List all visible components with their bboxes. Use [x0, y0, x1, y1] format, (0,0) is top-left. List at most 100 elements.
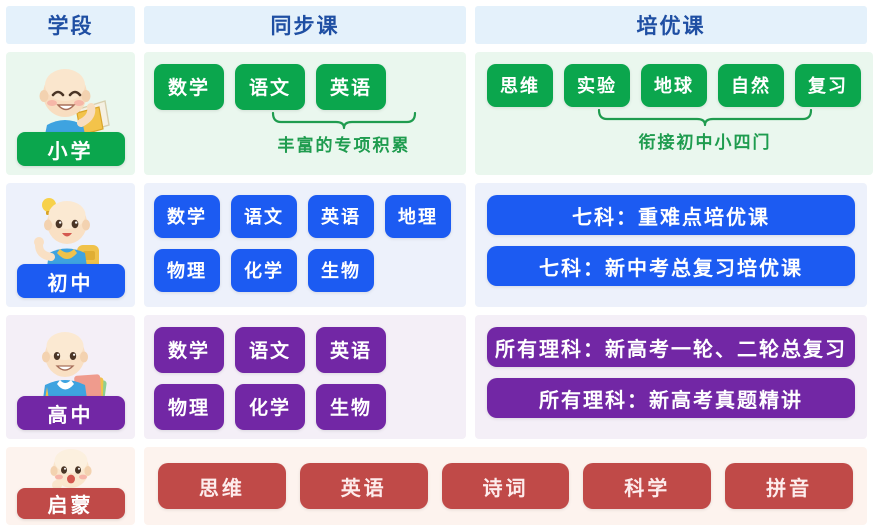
chip-line: 物理 化学 生物 — [154, 384, 456, 430]
course-chip-label: 复习 — [808, 76, 848, 96]
course-chip-label: 英语 — [330, 341, 373, 362]
course-chip-label: 英语 — [340, 477, 387, 500]
table-header-row: 学段 同步课 培优课 — [6, 6, 867, 44]
course-chip[interactable]: 数学 — [154, 195, 220, 238]
stage-badge-senior[interactable]: 高中 — [16, 396, 125, 430]
course-system-board: 学段 同步课 培优课 — [6, 6, 873, 525]
course-bar-label: 七科：新中考总复习培优课 — [539, 257, 803, 280]
header-cell-advanced-course: 培优课 — [475, 6, 867, 44]
course-bar-label: 七科：重难点培优课 — [572, 206, 770, 229]
table-row-junior: 初中 数学 语文 英语 地理 物理 — [6, 183, 867, 307]
brace-caption: 丰富的专项积累 — [277, 136, 411, 155]
course-chip[interactable]: 英语 — [299, 463, 428, 509]
course-chip-label: 生物 — [330, 398, 373, 419]
course-bar-label: 所有理科：新高考一轮、二轮总复习 — [495, 338, 847, 361]
stage-cell-preschool: 启蒙 — [6, 447, 135, 525]
course-chip-label: 拼音 — [766, 477, 813, 500]
course-chip[interactable]: 英语 — [316, 327, 387, 373]
course-chip-label: 思维 — [500, 76, 540, 96]
stage-cell-primary: 小学 — [6, 52, 135, 175]
course-chip-label: 自然 — [731, 76, 771, 96]
curly-brace-icon — [597, 109, 813, 127]
course-chip-label: 语文 — [249, 78, 292, 99]
course-chip-label: 英语 — [330, 78, 373, 99]
course-bar[interactable]: 所有理科：新高考一轮、二轮总复习 — [487, 327, 855, 367]
course-chip[interactable]: 英语 — [308, 195, 374, 238]
stage-label-primary: 小学 — [47, 140, 94, 163]
course-chip-label: 地理 — [398, 207, 438, 227]
course-chip-label: 物理 — [167, 261, 207, 281]
course-chip[interactable]: 生物 — [316, 384, 387, 430]
course-chip[interactable]: 英语 — [316, 64, 387, 110]
sync-cell-senior: 数学 语文 英语 物理 化学 生物 — [144, 315, 466, 439]
course-chip[interactable]: 数学 — [154, 327, 225, 373]
header-label-sync-course: 同步课 — [270, 14, 340, 38]
course-chip[interactable]: 复习 — [795, 64, 861, 107]
stage-badge-junior[interactable]: 初中 — [16, 264, 125, 298]
course-chip[interactable]: 数学 — [154, 64, 225, 110]
chip-line: 物理 化学 生物 — [154, 249, 456, 292]
header-cell-stage: 学段 — [6, 6, 135, 44]
header-cell-sync-course: 同步课 — [144, 6, 466, 44]
course-chip-label: 生物 — [321, 261, 361, 281]
stage-label-senior: 高中 — [47, 404, 94, 427]
table-row-primary: 小学 数学 语文 英语 丰富的专项积累 — [6, 52, 873, 175]
course-chip-label: 数学 — [168, 341, 211, 362]
course-cell-preschool: 思维 英语 诗词 科学 拼音 — [144, 447, 867, 525]
stage-badge-preschool[interactable]: 启蒙 — [16, 488, 125, 519]
brace-group-advanced-primary: 衔接初中小四门 — [549, 109, 861, 153]
course-bar-label: 所有理科：新高考真题精讲 — [539, 389, 803, 412]
course-chip[interactable]: 语文 — [235, 64, 306, 110]
course-chip-label: 科学 — [624, 477, 671, 500]
table-row-senior: 高中 数学 语文 英语 物理 化学 — [6, 315, 867, 439]
stage-cell-junior: 初中 — [6, 183, 135, 307]
brace-caption: 衔接初中小四门 — [638, 133, 772, 152]
course-chip-label: 数学 — [168, 78, 211, 99]
course-chip[interactable]: 实验 — [564, 64, 630, 107]
chip-line: 数学 语文 英语 地理 — [154, 195, 456, 238]
sync-cell-primary: 数学 语文 英语 丰富的专项积累 — [144, 52, 466, 175]
brace-group-sync-primary: 丰富的专项积累 — [232, 112, 456, 156]
course-chip[interactable]: 思维 — [487, 64, 553, 107]
course-chip[interactable]: 诗词 — [441, 463, 570, 509]
advanced-cell-senior: 所有理科：新高考一轮、二轮总复习 所有理科：新高考真题精讲 — [475, 315, 867, 439]
course-chip[interactable]: 语文 — [235, 327, 306, 373]
stage-cell-senior: 高中 — [6, 315, 135, 439]
course-chip[interactable]: 物理 — [154, 384, 225, 430]
stage-label-junior: 初中 — [47, 272, 94, 295]
chip-line: 思维 实验 地球 自然 复习 — [487, 64, 861, 107]
table-row-preschool: 启蒙 思维 英语 诗词 科学 拼音 — [6, 447, 867, 525]
course-chip[interactable]: 物理 — [154, 249, 220, 292]
course-chip[interactable]: 地理 — [385, 195, 451, 238]
curly-brace-icon — [271, 112, 417, 130]
course-chip-label: 地球 — [654, 76, 694, 96]
course-chip-label: 物理 — [168, 398, 211, 419]
header-label-stage: 学段 — [47, 14, 94, 38]
chip-line: 数学 语文 英语 — [154, 327, 456, 373]
course-chip-label: 英语 — [321, 207, 361, 227]
course-chip-label: 诗词 — [482, 477, 529, 500]
course-chip[interactable]: 地球 — [641, 64, 707, 107]
header-label-advanced-course: 培优课 — [636, 14, 706, 38]
course-chip[interactable]: 科学 — [583, 463, 712, 509]
course-bar[interactable]: 七科：重难点培优课 — [487, 195, 855, 235]
course-chip-label: 实验 — [577, 76, 617, 96]
course-bar[interactable]: 所有理科：新高考真题精讲 — [487, 378, 855, 418]
course-chip-label: 数学 — [167, 207, 207, 227]
stage-badge-primary[interactable]: 小学 — [16, 132, 125, 166]
course-chip[interactable]: 化学 — [231, 249, 297, 292]
course-chip-label: 化学 — [249, 398, 292, 419]
course-chip-label: 语文 — [244, 207, 284, 227]
course-chip-label: 化学 — [244, 261, 284, 281]
advanced-cell-primary: 思维 实验 地球 自然 复习 衔接初中小四门 — [475, 52, 873, 175]
course-chip[interactable]: 化学 — [235, 384, 306, 430]
course-chip[interactable]: 拼音 — [725, 463, 853, 509]
chip-line: 数学 语文 英语 — [154, 64, 456, 110]
course-chip[interactable]: 自然 — [718, 64, 784, 107]
course-chip[interactable]: 思维 — [158, 463, 286, 509]
course-bar[interactable]: 七科：新中考总复习培优课 — [487, 246, 855, 286]
course-chip[interactable]: 语文 — [231, 195, 297, 238]
course-chip-label: 语文 — [249, 341, 292, 362]
advanced-cell-junior: 七科：重难点培优课 七科：新中考总复习培优课 — [475, 183, 867, 307]
course-chip[interactable]: 生物 — [308, 249, 374, 292]
